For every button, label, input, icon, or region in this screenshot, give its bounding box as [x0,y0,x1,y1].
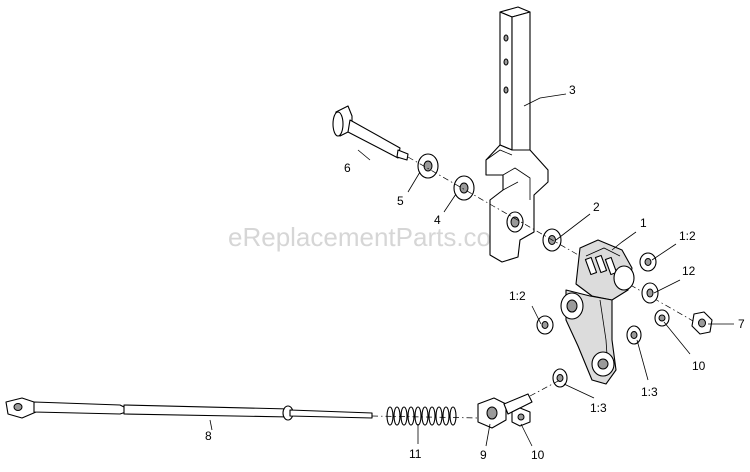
part-10-locknut-upper [654,309,670,327]
part-5-washer [417,153,439,179]
callout-9: 9 [480,448,487,462]
callout-10-lower: 10 [531,448,545,462]
part-7-nut [691,311,713,335]
callout-2: 2 [593,200,600,214]
part-8-control-rod [5,397,373,421]
callout-7: 7 [738,317,745,331]
callout-11: 11 [409,447,422,461]
part-9-trunnion [477,379,561,429]
part-3-lever-arm [485,6,549,263]
watermark-text: eReplacementParts.com [228,222,513,252]
part-4-washer [453,175,475,201]
callout-labels: 3 1 2 1:2 12 7 10 1:3 1:3 1:2 6 5 4 8 11… [205,83,745,462]
part-1-2-bushing-upper [639,252,657,272]
callout-1: 1 [640,216,647,230]
part-12-washer [641,282,659,304]
callout-5: 5 [397,194,404,208]
part-10-locknut-lower [511,407,531,427]
part-1-3-spacer-upper [626,325,642,345]
callout-1-2-lower: 1:2 [509,289,526,303]
part-6-shoulder-bolt [332,105,409,161]
callout-8: 8 [205,429,212,443]
part-1-3-spacer-lower [552,368,568,388]
part-1-2-bushing-lower [536,315,554,335]
callout-3: 3 [569,83,576,97]
callout-12: 12 [682,264,696,278]
part-1-bellcrank-assembly [560,239,635,385]
callout-1-2-upper: 1:2 [679,229,696,243]
callout-1-3-upper: 1:3 [641,385,658,399]
callout-4: 4 [434,213,441,227]
callout-6: 6 [344,161,351,175]
callout-10-upper: 10 [692,359,706,373]
leader-lines [209,93,734,447]
callout-1-3-lower: 1:3 [590,401,607,415]
part-11-spring [386,406,457,426]
